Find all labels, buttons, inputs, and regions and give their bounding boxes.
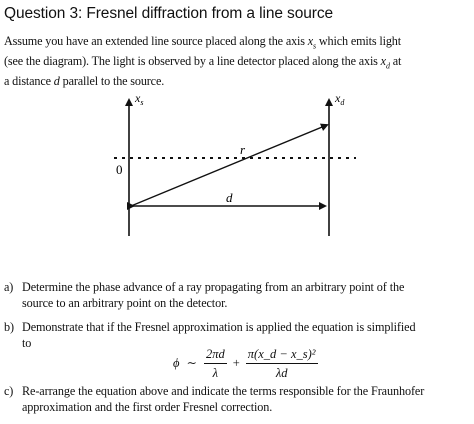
geometry-diagram: xs xd r 0 d xyxy=(114,91,356,236)
question-b-label: b) xyxy=(4,320,14,334)
question-c-line-2: approximation and the first order Fresne… xyxy=(22,399,273,414)
intro-text: Assume you have an extended line source … xyxy=(4,34,308,48)
plus-symbol: + xyxy=(232,355,240,370)
fresnel-equation: ϕ ∼ 2πd λ + π(x_d − x_s)² λd xyxy=(170,343,321,383)
question-a-text: Determine the phase advance of a ray pro… xyxy=(22,280,462,311)
intro-text: (see the diagram). The light is observed… xyxy=(4,53,381,68)
fraction-2-denominator: λd xyxy=(275,365,288,380)
intro-line-3: a distance d parallel to the source. xyxy=(4,74,466,90)
question-b-text: Demonstrate that if the Fresnel approxim… xyxy=(22,320,462,351)
question-a-line-2: source to an arbitrary point on the dete… xyxy=(22,295,228,310)
intro-text: at xyxy=(389,53,402,68)
label-xd: xd xyxy=(334,91,345,107)
xd-subscript: d xyxy=(385,61,390,71)
fraction-1: 2πd λ xyxy=(203,347,227,380)
intro-text: parallel to the source. xyxy=(59,73,165,88)
question-b-line-2: to xyxy=(22,335,32,350)
fraction-1-denominator: λ xyxy=(212,365,219,380)
phi-symbol: ϕ xyxy=(173,355,180,370)
fraction-2: π(x_d − x_s)² λd xyxy=(245,347,318,380)
xs-letter: x xyxy=(307,34,314,48)
question-a-line-1: Determine the phase advance of a ray pro… xyxy=(22,280,405,294)
xs-symbol: xs xyxy=(307,34,316,51)
xd-letter: x xyxy=(380,53,386,68)
intro-line-1: Assume you have an extended line source … xyxy=(4,34,466,54)
question-c-label: c) xyxy=(4,384,14,398)
label-d: d xyxy=(226,190,233,205)
sim-symbol: ∼ xyxy=(186,356,197,370)
intro-text: a distance xyxy=(4,73,54,88)
xs-subscript: s xyxy=(313,41,316,51)
label-zero: 0 xyxy=(116,162,123,177)
intro-text: which emits light xyxy=(315,34,401,48)
fraction-1-numerator: 2πd xyxy=(203,347,227,364)
intro-line-2: (see the diagram). The light is observed… xyxy=(4,54,466,74)
xd-symbol: xd xyxy=(380,53,390,71)
intro-paragraph: Assume you have an extended line source … xyxy=(4,34,466,89)
label-r: r xyxy=(240,142,246,157)
d-symbol: d xyxy=(53,73,60,88)
label-xs: xs xyxy=(134,91,143,107)
question-c-text: Re-arrange the equation above and indica… xyxy=(22,384,462,415)
page-title: Question 3: Fresnel diffraction from a l… xyxy=(4,5,333,22)
question-a-label: a) xyxy=(4,280,14,294)
fraction-2-numerator: π(x_d − x_s)² xyxy=(245,347,318,364)
question-c-line-1: Re-arrange the equation above and indica… xyxy=(22,384,425,398)
question-b-line-1: Demonstrate that if the Fresnel approxim… xyxy=(22,320,416,334)
ray-r xyxy=(130,123,329,207)
